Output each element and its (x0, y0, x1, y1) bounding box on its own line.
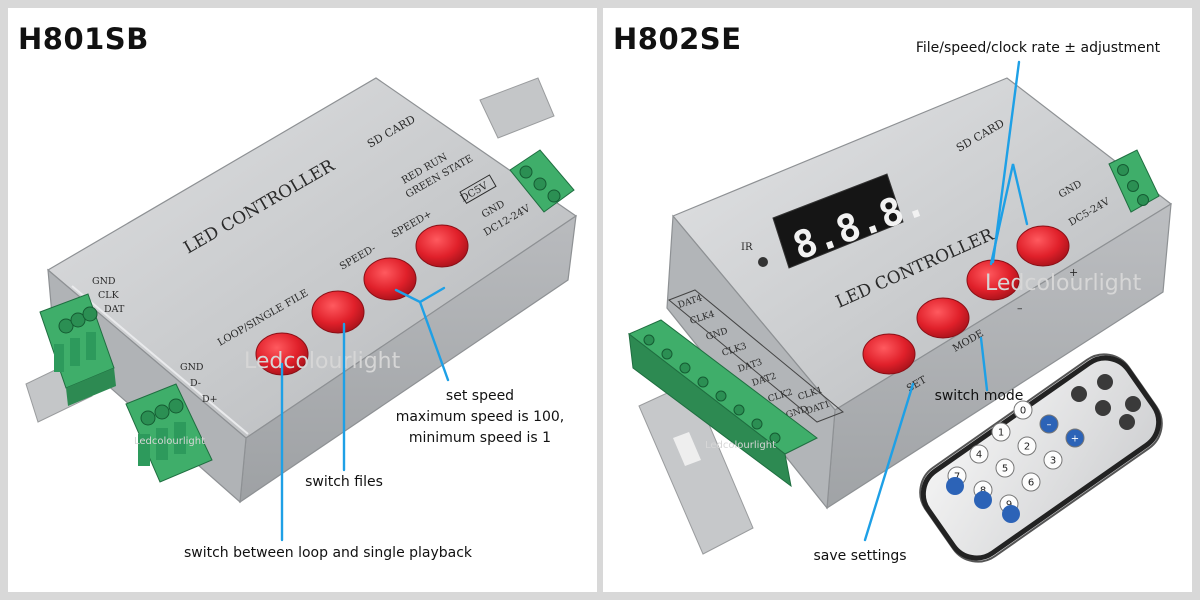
remote-key (1065, 428, 1085, 448)
watermark-small: Ledcolourlight (134, 436, 205, 447)
remote-key-label: 6 (1028, 478, 1034, 489)
remote-key (1039, 414, 1059, 434)
set-button (862, 333, 916, 375)
model-title-h802se: H802SE (613, 22, 742, 56)
panel-h802se: 8.8.8. IR LED CONTROLLER SD CARD GND DC5… (603, 8, 1192, 592)
switch-files-callout: switch files (305, 474, 383, 490)
callout-lines (863, 60, 1029, 542)
watermark: Ledcolourlight (985, 271, 1142, 296)
watermark-small: Ledcolourlight (705, 440, 776, 451)
set-speed-text: set speed (445, 388, 515, 404)
remote-dark-key (1119, 414, 1135, 430)
h802se-device-photo: 8.8.8. IR LED CONTROLLER SD CARD GND DC5… (628, 60, 1173, 563)
watermark: Ledcolourlight (244, 349, 401, 374)
terminal-block-right (509, 149, 575, 213)
max-speed-text: maximum speed is 100, (395, 409, 565, 425)
gnd-left-label: GND (92, 276, 116, 287)
remote-key (1017, 436, 1037, 456)
remote-key-label: – (1047, 420, 1052, 431)
h801sb-device-photo: LED CONTROLLER SD CARD RED RUN GREEN STA… (25, 77, 578, 542)
save-settings-callout: save settings (813, 548, 907, 564)
plus-button (1016, 225, 1070, 267)
callout-lines (280, 286, 450, 542)
model-title-h801sb: H801SB (18, 22, 149, 56)
remote-dark-key (1095, 400, 1111, 416)
gnd-bottom-label: GND (180, 362, 204, 373)
ir-sensor (758, 257, 768, 267)
terminal-block-right (1108, 149, 1160, 213)
remote-blue-key (1002, 505, 1020, 523)
remote-key (1043, 450, 1063, 470)
terminal-block-left (628, 319, 818, 488)
mode-button (916, 297, 970, 339)
minus-label: – (1017, 302, 1023, 315)
remote-key (969, 444, 989, 464)
remote-key (1013, 400, 1033, 420)
switch-loop-callout: switch between loop and single playback (183, 545, 473, 561)
ir-label: IR (741, 242, 753, 253)
remote-blue-key (974, 491, 992, 509)
remote-dark-key (1097, 374, 1113, 390)
terminal-block-bottom (125, 383, 213, 483)
remote-dark-key (1071, 386, 1087, 402)
set-speed-callout: set speed maximum speed is 100, minimum … (380, 386, 580, 449)
remote-key-label: + (1071, 434, 1079, 445)
terminal-block-left (39, 293, 116, 406)
adjustment-callout: File/speed/clock rate ± adjustment (915, 40, 1161, 56)
remote-key (991, 422, 1011, 442)
remote-blue-key (946, 477, 964, 495)
remote-key-label: 4 (976, 450, 982, 461)
min-speed-text: minimum speed is 1 (408, 430, 552, 446)
dat-label: DAT (104, 304, 125, 315)
panel-h801sb: LED CONTROLLER SD CARD RED RUN GREEN STA… (8, 8, 597, 592)
d-plus-label: D+ (202, 394, 218, 405)
remote-key-label: 0 (1020, 406, 1026, 417)
remote-key-label: 3 (1050, 456, 1056, 467)
d-minus-label: D- (190, 378, 201, 389)
remote-key-label: 5 (1002, 464, 1008, 475)
clk-label: CLK (98, 290, 120, 301)
ir-remote-control: 0–+123456789 (919, 353, 1163, 563)
speed-plus-button (363, 257, 417, 301)
remote-key-label: 7 (954, 472, 960, 483)
speed-minus-button (311, 290, 365, 334)
remote-key-label: 1 (998, 428, 1004, 439)
remote-key (1021, 472, 1041, 492)
remote-dark-key (1125, 396, 1141, 412)
remote-key (995, 458, 1015, 478)
remote-key-label: 2 (1024, 442, 1030, 453)
plus-label: + (1069, 266, 1078, 279)
switch-mode-callout: switch mode (934, 388, 1024, 404)
remote-key-label: 9 (1006, 500, 1012, 511)
set-button-left (415, 224, 469, 268)
